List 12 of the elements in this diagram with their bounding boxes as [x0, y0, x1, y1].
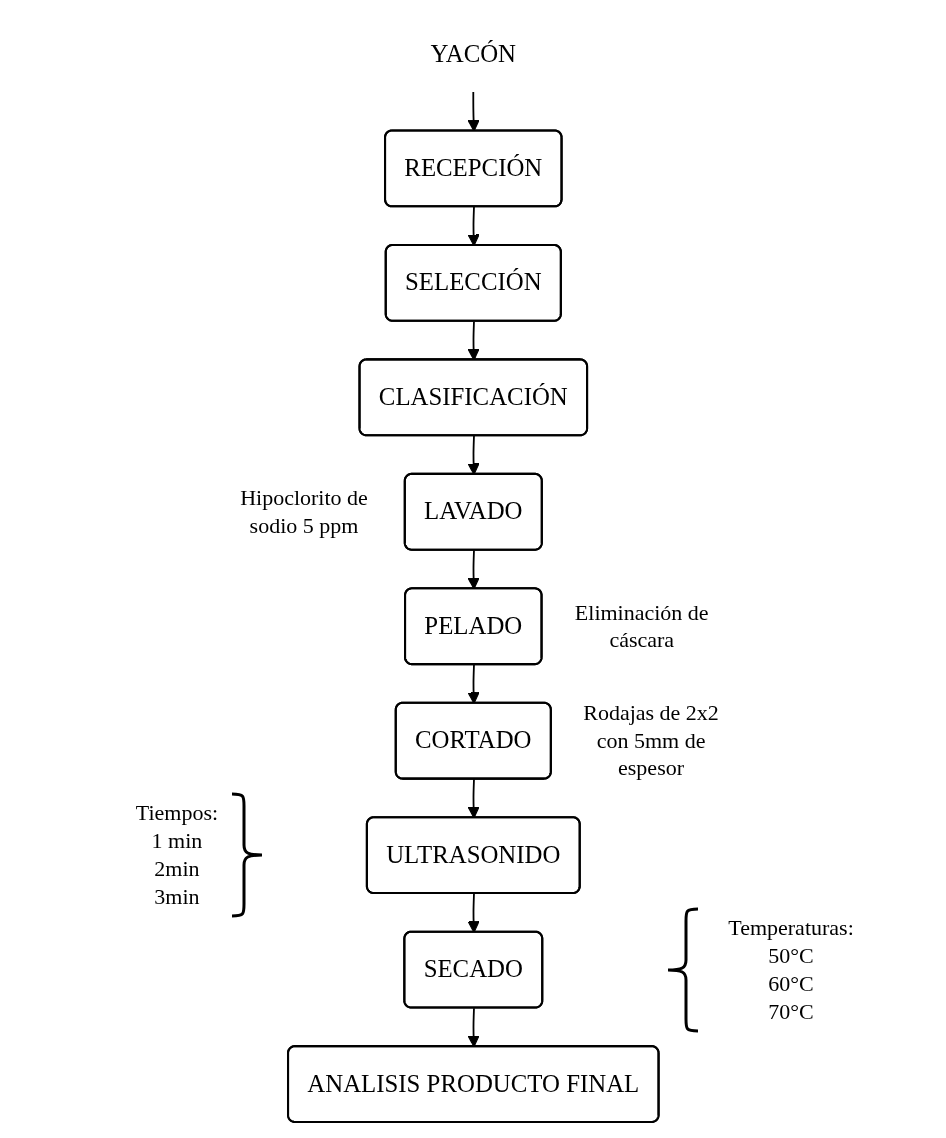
annotation-text: 1 min: [151, 828, 203, 855]
annotation-text: Eliminación de cáscara: [574, 599, 709, 653]
annotation-text: 2min: [154, 856, 200, 883]
annotation-text: Temperaturas:: [728, 914, 854, 941]
annotation-text: Rodajas de 2x2 con 5mm de espesor: [583, 700, 719, 781]
annotation-text: 3min: [154, 884, 200, 911]
annotation-text: 60°C: [768, 970, 814, 997]
annotation-text: Hipoclorito de sodio 5 ppm: [240, 485, 368, 538]
annotation-text: Tiempos:: [135, 800, 219, 827]
annotation-text: 50°C: [768, 942, 814, 969]
annotation-text: 70°C: [768, 998, 814, 1025]
node-text: YACÓN: [430, 39, 516, 68]
